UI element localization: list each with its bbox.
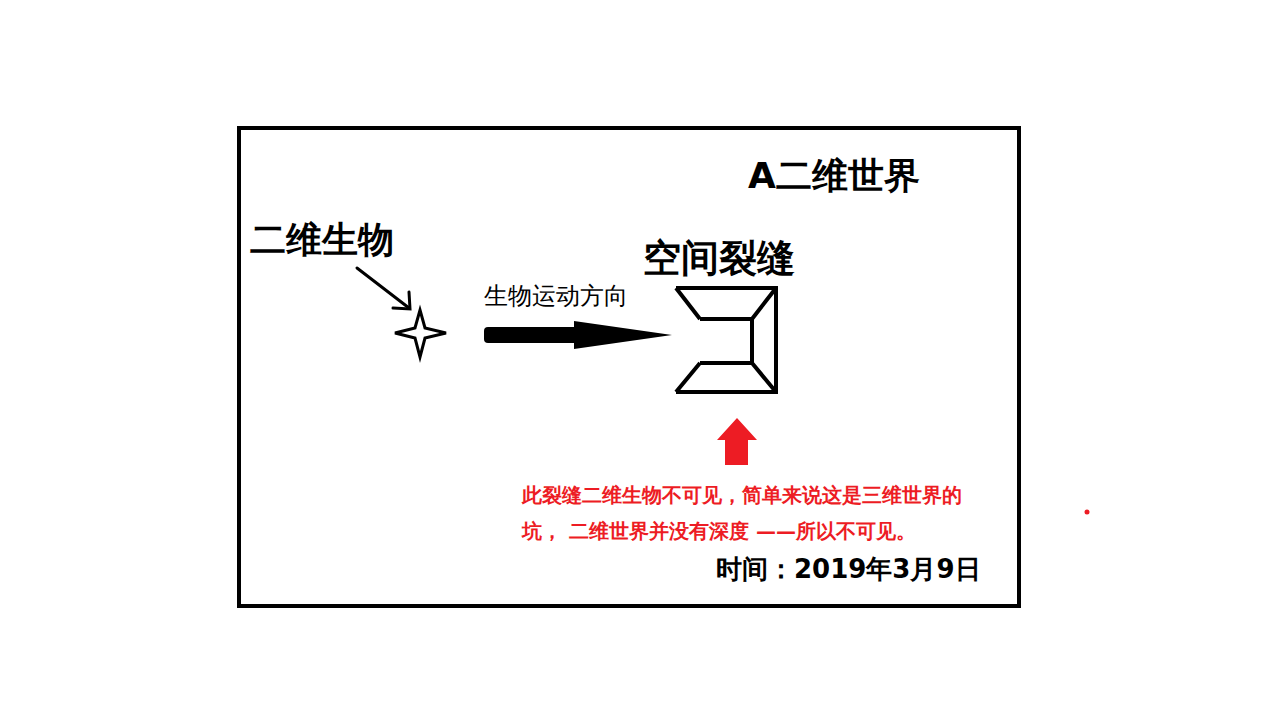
pointer-arrow — [717, 418, 757, 465]
motion-arrow — [484, 321, 672, 349]
creature-label: 二维生物 — [250, 218, 394, 261]
rift-pit — [675, 286, 779, 396]
heading: A二维世界 — [748, 154, 920, 197]
date-label: 时间：2019年3月9日 — [716, 554, 981, 585]
space-rift: 空间裂缝 — [643, 236, 795, 394]
heading: 空间裂缝 — [643, 236, 795, 282]
leader-arrow — [357, 268, 410, 309]
red-dot — [1085, 510, 1090, 515]
motion-label: 生物运动方向 — [484, 282, 628, 311]
note-text: 此裂缝二维生物不可见，简单来说这是三维世界的 坑， 二维世界并没有深度 ——所以… — [522, 477, 974, 549]
creature-star — [395, 310, 446, 357]
